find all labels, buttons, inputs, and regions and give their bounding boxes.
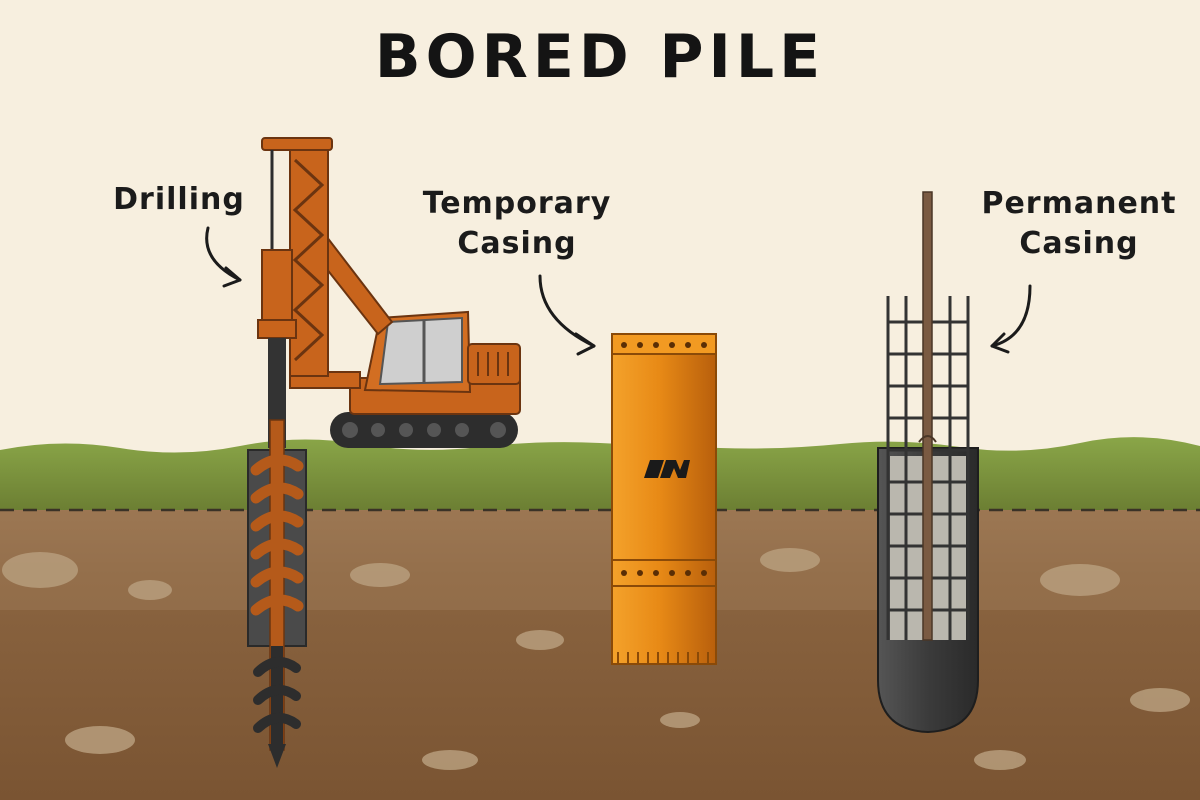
upper-soil-band — [0, 510, 1200, 610]
permanent-casing — [877, 191, 979, 734]
casing-tube — [611, 333, 717, 665]
temporary-casing-label: Temporary Casing — [412, 184, 622, 264]
engine-housing — [467, 343, 521, 385]
auger-flights-upper — [250, 454, 304, 616]
grass-strip — [0, 437, 1200, 510]
casing-top-ring — [611, 333, 717, 355]
curved-arrow-icon — [205, 226, 242, 288]
center-bar — [922, 191, 933, 641]
drilling-rig — [247, 137, 521, 768]
permanent-casing-label-line1: Permanent — [981, 186, 1177, 221]
curved-arrow-icon — [990, 284, 1032, 354]
curved-arrow-icon — [538, 274, 596, 356]
rig-tracks — [330, 412, 518, 448]
permanent-casing-label: Permanent Casing — [976, 184, 1182, 264]
cab-window — [378, 316, 463, 386]
temporary-casing-label-line1: Temporary — [422, 186, 612, 221]
casing-top-holes — [621, 342, 707, 348]
page-title: BORED PILE — [374, 22, 826, 92]
casing-logo-icon — [644, 460, 690, 478]
drilling-label: Drilling — [104, 180, 254, 220]
temporary-casing-label-line2: Casing — [457, 226, 577, 261]
drill-head — [261, 249, 293, 323]
auger-flights-lower — [253, 657, 301, 733]
drilling-label-text: Drilling — [113, 182, 245, 217]
mast-top — [261, 137, 333, 151]
casing-teeth — [617, 652, 709, 664]
auger-tip — [268, 744, 286, 768]
permanent-casing-label-line2: Casing — [1019, 226, 1139, 261]
soil-rocks — [2, 548, 1190, 770]
ground — [0, 437, 1200, 800]
temporary-casing — [611, 333, 717, 665]
casing-mid-holes — [621, 570, 707, 576]
